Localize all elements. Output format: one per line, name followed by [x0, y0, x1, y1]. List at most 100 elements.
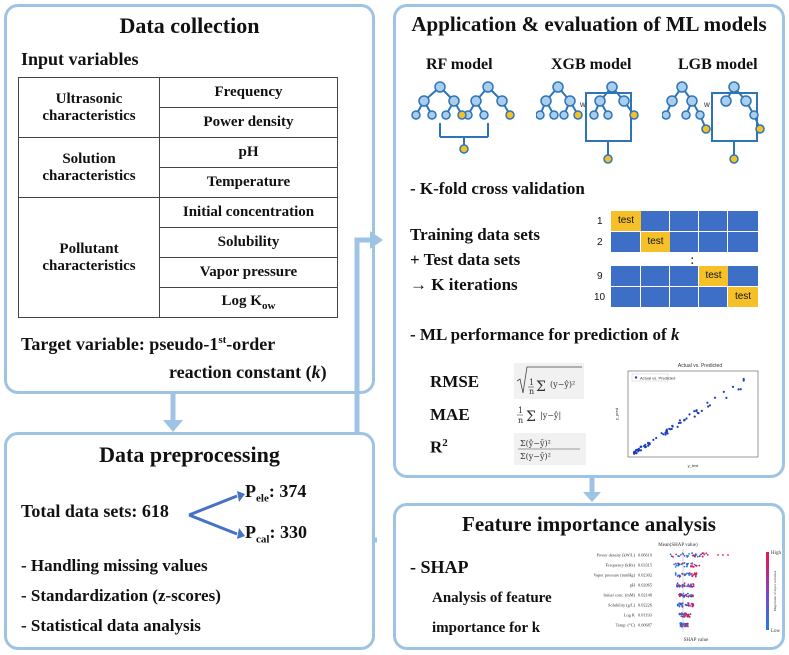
- shap-point: [692, 595, 694, 598]
- shap-point: [706, 554, 709, 556]
- scatter-point: [664, 433, 667, 436]
- training-line-3: → K iterations: [410, 275, 518, 294]
- preprocessing-item-standardization: - Standardization (z-scores): [21, 586, 221, 605]
- kfold-label: - K-fold cross validation: [410, 179, 585, 198]
- scatter-point: [700, 409, 703, 412]
- shap-point: [681, 605, 684, 607]
- shap-point: [687, 595, 690, 598]
- shap-point: [688, 553, 690, 555]
- shap-point: [686, 623, 689, 625]
- performance-k: k: [670, 325, 680, 344]
- shap-plot-title: Mean(SHAP value): [658, 543, 698, 548]
- shap-point: [698, 554, 701, 557]
- scatter-point: [665, 430, 669, 433]
- scatter-point: [644, 446, 647, 449]
- scatter-point: [693, 415, 696, 418]
- shap-point: [678, 555, 681, 558]
- performance-label: - ML performance for prediction of k: [410, 325, 679, 345]
- scatter-point: [678, 419, 681, 422]
- cv-seg: [641, 287, 670, 307]
- shap-point: [680, 623, 682, 626]
- total-data-sets: Total data sets: 618: [21, 501, 169, 521]
- xgb-model-label: XGB model: [551, 56, 632, 73]
- var-ph: pH: [159, 137, 338, 168]
- shap-point: [700, 553, 702, 556]
- cv-row-1-test: test: [611, 211, 641, 231]
- svg-text:|y−ŷ|: |y−ŷ|: [540, 411, 561, 420]
- shap-color-bar: [766, 552, 769, 630]
- shap-point: [683, 555, 686, 557]
- scatter-point: [655, 436, 658, 440]
- scatter-point: [742, 379, 745, 382]
- shap-point: [678, 563, 680, 566]
- scatter-point: [713, 396, 717, 399]
- data-preprocessing-panel: Data preprocessing Total data sets: 618 …: [4, 432, 375, 650]
- shap-point: [691, 575, 694, 578]
- scatter-legend-marker: [634, 376, 638, 379]
- shap-point: [692, 583, 694, 585]
- var-solubility: Solubility: [159, 227, 338, 258]
- shap-point: [717, 554, 719, 556]
- target-k: k: [311, 362, 321, 382]
- split-arrow-down: [188, 513, 238, 536]
- rf-trees-icon: [411, 81, 515, 154]
- shap-feature-value: 0.02065: [638, 583, 652, 588]
- scatter-point: [685, 417, 688, 420]
- rf-model-label: RF model: [426, 56, 493, 73]
- cv-seg: [641, 211, 670, 231]
- target-text-b: -order: [226, 334, 276, 354]
- shap-point: [688, 574, 691, 576]
- shap-point: [679, 594, 682, 597]
- scatter-point: [633, 452, 636, 455]
- cv-row-2: test: [611, 232, 758, 252]
- shap-point: [687, 572, 690, 575]
- shap-point: [687, 584, 690, 587]
- shap-point: [701, 555, 704, 558]
- shap-point: [683, 615, 685, 618]
- shap-point: [692, 565, 695, 568]
- shap-point: [687, 602, 689, 604]
- shap-point: [689, 605, 691, 607]
- shap-feature-value: 0.06619: [638, 553, 652, 558]
- shap-point: [692, 554, 695, 557]
- shap-point: [693, 573, 696, 576]
- cv-seg: [670, 211, 699, 231]
- shap-point: [676, 585, 679, 588]
- shap-feature-value: 0.01193: [638, 613, 652, 618]
- scatter-point: [731, 385, 735, 388]
- scatter-point: [725, 396, 728, 399]
- shap-point: [695, 573, 698, 575]
- shap-point: [686, 564, 689, 566]
- cv-row-9-num: 9: [597, 271, 603, 282]
- cv-seg: [670, 287, 699, 307]
- group-ultrasonic-label: Ultrasonic characteristics: [42, 90, 136, 124]
- shap-point: [682, 553, 685, 556]
- metric-rmse: RMSE: [430, 372, 480, 391]
- shap-point: [691, 585, 694, 588]
- shap-point: [686, 585, 689, 588]
- p-ele-value: : 374: [268, 481, 307, 501]
- shap-point: [686, 565, 688, 568]
- shap-point: [690, 565, 692, 567]
- shap-point: [689, 613, 692, 615]
- arrow-head-3: [583, 492, 601, 502]
- scatter-points: [632, 377, 745, 455]
- scatter-point: [693, 410, 696, 413]
- shap-feature-label: pH: [630, 583, 635, 588]
- shap-point: [679, 584, 682, 587]
- mae-formula: 1 n Σ |y−ŷ|: [514, 401, 584, 429]
- ml-models-panel: Application & evaluation of ML models RF…: [393, 4, 785, 478]
- cv-seg: [699, 287, 728, 307]
- shap-point: [679, 603, 682, 605]
- scatter-point: [664, 431, 667, 434]
- cv-row-10-test: test: [728, 287, 758, 307]
- svg-text:Σ: Σ: [526, 409, 536, 425]
- metric-r2-sup: 2: [442, 437, 448, 449]
- cv-row-9-test: test: [699, 266, 728, 286]
- target-text-d: ): [320, 362, 327, 382]
- shap-point: [673, 563, 675, 566]
- training-line-1: Training data sets: [410, 225, 541, 244]
- shap-point: [727, 554, 729, 556]
- shap-feature-value: 0.03315: [638, 563, 652, 568]
- scatter-ylabel: y_pred: [614, 408, 619, 420]
